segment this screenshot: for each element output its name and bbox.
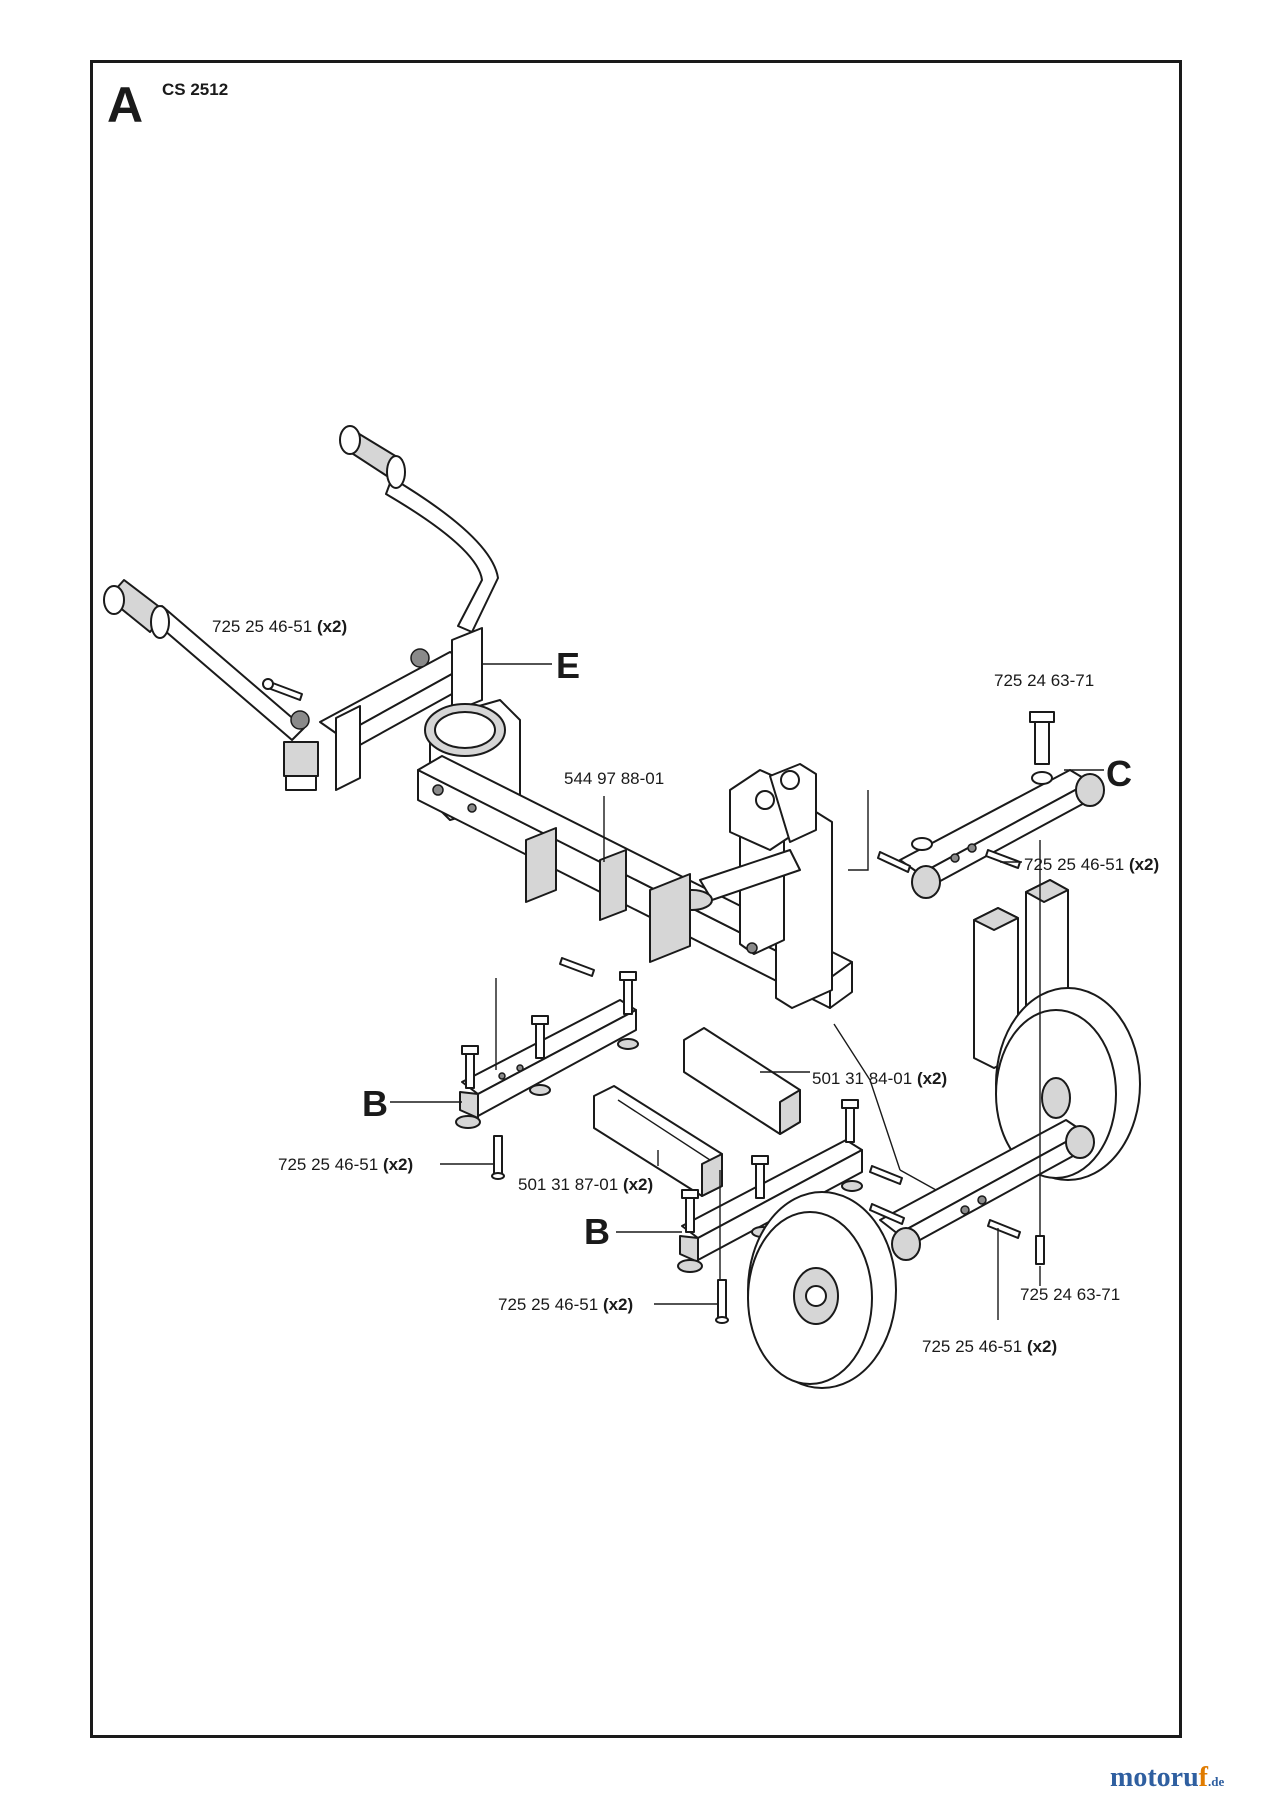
part-label-10: 725 25 46-51 (x2): [922, 1337, 1057, 1356]
ref-e: E: [556, 645, 580, 686]
bolt-lower-center: [715, 1279, 729, 1324]
rear-cross-arm: [877, 711, 1105, 899]
model-number: CS 2512: [162, 80, 229, 99]
section-letter: A: [107, 77, 144, 133]
part-label-4: 725 25 46-51 (x2): [1024, 855, 1159, 874]
ref-b-upper: B: [362, 1083, 388, 1124]
channels: [593, 1027, 801, 1197]
part-label-3: 544 97 88-01: [564, 769, 664, 788]
ref-c: C: [1106, 753, 1132, 794]
diagram-frame: [90, 60, 1182, 1738]
part-label-5: 501 31 84-01 (x2): [812, 1069, 947, 1088]
front-crossbar-lower: [677, 1099, 903, 1273]
part-label-2: 725 24 63-71: [994, 671, 1094, 690]
part-label-6: 725 25 46-51 (x2): [278, 1155, 413, 1174]
part-label-1: 725 25 46-51 (x2): [212, 617, 347, 636]
part-label-9: 725 24 63-71: [1020, 1285, 1120, 1304]
main-frame: [417, 699, 853, 1009]
wheel-axle-assembly: [747, 987, 1141, 1389]
handle-assembly: [103, 425, 499, 791]
part-label-8: 725 25 46-51 (x2): [498, 1295, 633, 1314]
watermark-logo: motoruf.de: [1110, 1762, 1225, 1793]
ref-b-lower: B: [584, 1211, 610, 1252]
bolt-lower-left: [491, 1135, 505, 1180]
part-label-7: 501 31 87-01 (x2): [518, 1175, 653, 1194]
front-crossbar-upper: [455, 957, 639, 1129]
